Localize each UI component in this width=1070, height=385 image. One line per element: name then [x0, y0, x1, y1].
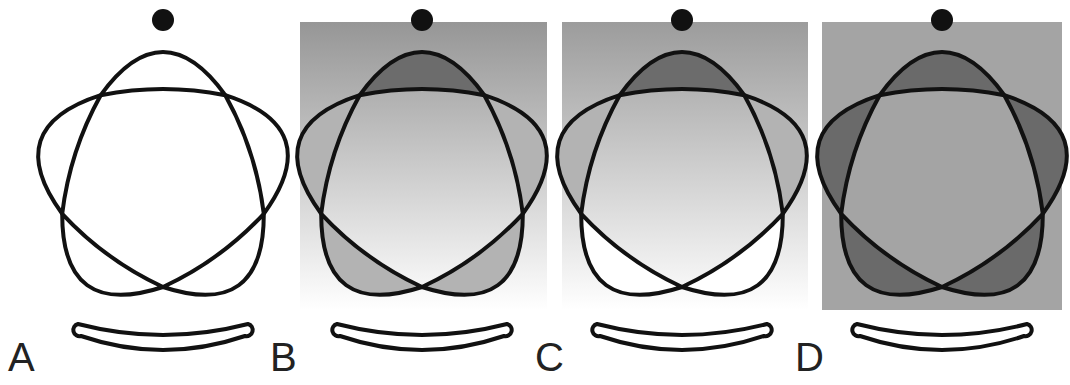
- bract: [73, 324, 252, 350]
- axis-dot: [152, 9, 174, 31]
- floral-diagram: [297, 52, 547, 295]
- panel-letter: B: [270, 337, 297, 377]
- panel-letter: D: [795, 337, 824, 377]
- floral-diagram: [817, 52, 1067, 295]
- grey-ground: [822, 22, 1062, 310]
- gradient-ground: [562, 22, 808, 310]
- axis-dot: [931, 9, 953, 31]
- floral-diagram: [557, 52, 807, 295]
- axis-dot: [671, 9, 693, 31]
- panel-letter: A: [8, 337, 35, 377]
- bract: [592, 324, 771, 350]
- bract: [852, 324, 1031, 350]
- floral-diagram: [38, 52, 288, 295]
- axis-dot: [411, 9, 433, 31]
- gradient-ground: [300, 22, 547, 310]
- bract: [332, 324, 511, 350]
- panel-letter: C: [535, 337, 564, 377]
